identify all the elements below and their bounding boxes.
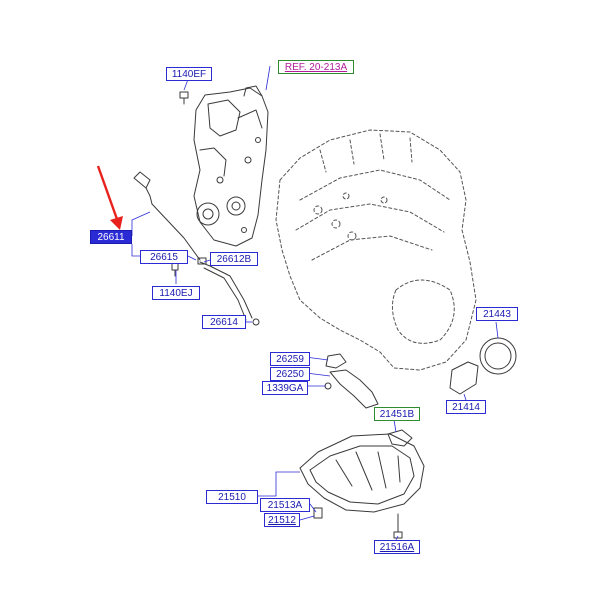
part-label-21516a[interactable]: 21516A — [374, 540, 420, 554]
part-label-1339ga[interactable]: 1339GA — [262, 381, 308, 395]
oil-strainer-drawing — [324, 353, 379, 409]
red-arrow-icon — [96, 165, 123, 230]
part-label-1140ef[interactable]: 1140EF — [166, 67, 212, 81]
oil-pan-drawing — [299, 433, 425, 539]
guide-tube-drawing — [197, 257, 260, 326]
timing-cover-drawing — [193, 85, 269, 247]
part-label-26615[interactable]: 26615 — [140, 250, 188, 264]
oil-seal-drawing — [479, 337, 517, 375]
cover-plate-drawing — [449, 361, 479, 395]
part-label-26259[interactable]: 26259 — [270, 352, 310, 366]
engine-block-drawing — [275, 129, 477, 371]
part-label-26250[interactable]: 26250 — [270, 367, 310, 381]
part-label-26611[interactable]: 26611 — [90, 230, 132, 244]
part-label-1140ej[interactable]: 1140EJ — [152, 286, 200, 300]
part-label-21451b[interactable]: 21451B — [374, 407, 420, 421]
part-label-21443[interactable]: 21443 — [476, 307, 518, 321]
baffle-drawing — [387, 429, 413, 447]
leader-lines — [131, 65, 499, 541]
reference-label[interactable]: REF. 20-213A — [278, 60, 354, 74]
bolt-1140ef-drawing — [179, 91, 189, 105]
part-label-26614[interactable]: 26614 — [202, 315, 246, 329]
part-label-21510[interactable]: 21510 — [206, 490, 258, 504]
dipstick-drawing — [133, 171, 201, 261]
part-label-21414[interactable]: 21414 — [446, 400, 486, 414]
part-label-21512[interactable]: 21512 — [264, 513, 300, 527]
part-label-26612b[interactable]: 26612B — [210, 252, 258, 266]
part-label-21513a[interactable]: 21513A — [260, 498, 310, 512]
